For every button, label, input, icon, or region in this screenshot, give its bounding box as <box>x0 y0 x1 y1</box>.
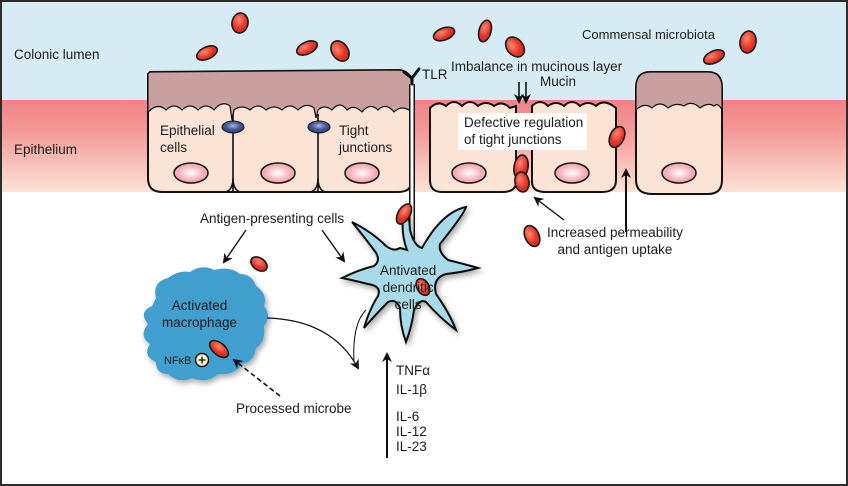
microbe <box>208 339 230 359</box>
processed-microbe-label: Processed microbe <box>236 401 352 416</box>
nucleus <box>260 162 296 184</box>
mucinous-layer-label: Imbalance in mucinous layer <box>451 59 623 74</box>
processed-microbe-arrow <box>232 358 281 397</box>
mucin-label: Mucin <box>540 74 577 89</box>
increased-permeability-label: Increased permeability and antigen uptak… <box>547 224 683 258</box>
commensal-microbiota-label: Commensal microbiota <box>582 27 715 42</box>
nucleus <box>661 162 697 184</box>
dendritic-cells-line3: cells <box>394 297 422 312</box>
macrophage-cytokine-arrow <box>266 317 359 370</box>
microbe <box>432 26 456 42</box>
colonic-lumen-label: Colonic lumen <box>14 47 100 62</box>
microbe <box>514 171 530 193</box>
increased-permeability-line2: and antigen uptake <box>557 242 673 257</box>
increased-permeability-line1: Increased permeability <box>547 225 683 240</box>
apc-arrow-macrophage <box>222 229 247 264</box>
defective-regulation-label: Defective regulation of tight junctions <box>458 113 588 150</box>
cytokine-il-6: IL-6 <box>396 409 420 424</box>
defective-regulation-line2: of tight junctions <box>464 132 562 147</box>
macrophage <box>143 267 268 381</box>
cytokine-tnf-alpha: TNFα <box>396 363 431 378</box>
microbe <box>415 277 431 297</box>
microbe <box>395 203 413 225</box>
cytokine-il-12: IL-12 <box>396 424 427 439</box>
antigen-presenting-cells-label: Antigen-presenting cells <box>200 211 345 226</box>
tlr-receptor <box>402 67 421 250</box>
brush-border <box>147 69 413 121</box>
activated-macrophage-line1: Activated <box>171 298 228 313</box>
dendritic-cell <box>338 205 482 345</box>
microbe <box>702 49 726 65</box>
microbe <box>477 19 493 43</box>
microbe <box>295 40 319 56</box>
tight-junction <box>307 120 331 134</box>
nfkb-label: NFκB <box>164 355 192 367</box>
epithelial-cell-block-left <box>147 68 413 193</box>
tight-junctions-line1: Tight <box>339 123 369 138</box>
tight-junction <box>221 120 245 134</box>
dendritic-cells-line2: dendritic <box>382 280 434 295</box>
nucleus <box>554 162 590 184</box>
microbe <box>523 224 541 248</box>
epithelium-label: Epithelium <box>14 142 78 157</box>
apc-arrow-dendritic <box>321 229 346 263</box>
microbe <box>195 45 219 61</box>
nucleus <box>344 162 380 184</box>
epithelial-cells-line1: Epithelial <box>160 123 215 138</box>
microbe <box>250 256 268 272</box>
nucleus <box>173 162 209 184</box>
microbe <box>504 36 526 58</box>
dendritic-cells-label: Antivated dendritic cells <box>380 262 436 313</box>
permeability-pointer-arrow <box>533 196 565 221</box>
activated-macrophage-line2: macrophage <box>162 315 238 330</box>
tight-junctions-line2: junctions <box>339 140 393 155</box>
tight-junctions-label: Tight junctions <box>339 122 392 156</box>
tlr-label: TLR <box>422 67 448 82</box>
microbe <box>739 30 757 54</box>
epithelial-cells-line2: cells <box>160 140 188 155</box>
microbe <box>608 125 626 149</box>
microbe <box>231 12 249 34</box>
epithelial-cells-label: Epithelial cells <box>160 122 215 156</box>
cytokine-il-23: IL-23 <box>396 439 427 454</box>
microbe <box>330 40 350 62</box>
brush-border <box>635 71 723 112</box>
dendritic-cytokine-link <box>353 309 367 363</box>
dendritic-cells-line1: Antivated <box>380 263 437 278</box>
mucin-decrease-arrows <box>514 82 531 104</box>
cytokine-il-1-beta: IL-1β <box>396 382 428 397</box>
nucleus <box>451 162 487 184</box>
activated-macrophage-label: Activated macrophage <box>162 297 237 331</box>
nfkb-activation-icon <box>194 352 210 368</box>
defective-regulation-line1: Defective regulation <box>464 115 584 130</box>
epithelial-cell-right <box>635 71 723 195</box>
commensal-microbes <box>195 12 757 359</box>
